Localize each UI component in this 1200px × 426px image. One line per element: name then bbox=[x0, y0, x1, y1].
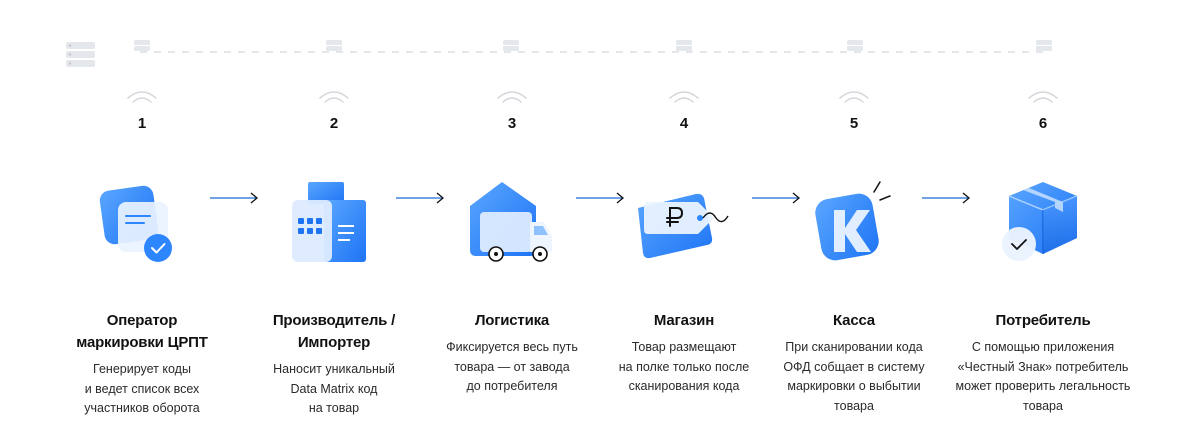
cash-register-k-icon bbox=[815, 181, 891, 261]
step-number: 1 bbox=[137, 115, 147, 132]
arrow-right-icon bbox=[922, 192, 971, 204]
step-5: 5 Касса При сканировании кода ОФД собщае… bbox=[759, 88, 949, 416]
arrow-right-icon bbox=[210, 192, 259, 204]
step-4: 4 Магазин Товар размещают на полке тольк… bbox=[589, 88, 779, 397]
server-node-icon bbox=[676, 40, 692, 51]
step-6: 6 Потребитель С помощью приложения «Чест… bbox=[948, 88, 1138, 416]
wifi-signal-icon bbox=[839, 91, 869, 103]
step-number: 3 bbox=[507, 115, 517, 132]
document-check-icon bbox=[99, 185, 172, 262]
step-title: Логистика bbox=[474, 312, 550, 329]
step-description: С помощью приложения «Честный Знак» потр… bbox=[955, 340, 1131, 413]
wifi-signal-icon bbox=[1028, 91, 1058, 103]
step-title: Касса bbox=[833, 312, 875, 329]
arrow-right-icon bbox=[576, 192, 625, 204]
wifi-signal-icon bbox=[497, 91, 527, 103]
step-number: 4 bbox=[679, 115, 689, 132]
step-description: Наносит уникальный Data Matrix код на то… bbox=[273, 362, 395, 415]
step-title: Производитель / Импортер bbox=[272, 312, 396, 351]
step-number: 5 bbox=[849, 115, 859, 132]
server-node-icon bbox=[503, 40, 519, 51]
step-description: Товар размещают на полке только после ск… bbox=[618, 340, 750, 393]
step-description: При сканировании кода ОФД собщает в сист… bbox=[783, 340, 925, 413]
network-timeline bbox=[66, 40, 1052, 67]
step-number: 6 bbox=[1038, 115, 1048, 132]
truck-icon bbox=[470, 182, 552, 262]
package-check-icon bbox=[1002, 182, 1078, 261]
step-1: 1 Оператор маркировки ЦРПТ Генерирует ко… bbox=[47, 88, 237, 419]
server-rack-icon bbox=[66, 42, 95, 67]
step-description: Генерирует коды и ведет список всех учас… bbox=[84, 362, 200, 415]
step-title: Потребитель bbox=[995, 312, 1091, 329]
step-title: Магазин bbox=[653, 312, 715, 329]
step-description: Фиксируется весь путь товара — от завода… bbox=[446, 340, 578, 393]
factory-icon bbox=[292, 182, 366, 262]
wifi-signal-icon bbox=[127, 91, 157, 103]
arrow-right-icon bbox=[752, 192, 801, 204]
step-number: 2 bbox=[329, 115, 339, 132]
step-title: Оператор маркировки ЦРПТ bbox=[76, 312, 208, 351]
server-node-icon bbox=[1036, 40, 1052, 51]
step-3: 3 Логистика Фиксируется весь путь товара… bbox=[417, 88, 607, 397]
server-node-icon bbox=[847, 40, 863, 51]
wifi-signal-icon bbox=[669, 91, 699, 103]
server-node-icon bbox=[326, 40, 342, 51]
wifi-signal-icon bbox=[319, 91, 349, 103]
step-2: 2 Производитель / Импортер Наносит уника… bbox=[239, 88, 429, 419]
arrow-right-icon bbox=[396, 192, 445, 204]
server-node-icon bbox=[134, 40, 150, 51]
price-tag-icon bbox=[638, 193, 729, 259]
